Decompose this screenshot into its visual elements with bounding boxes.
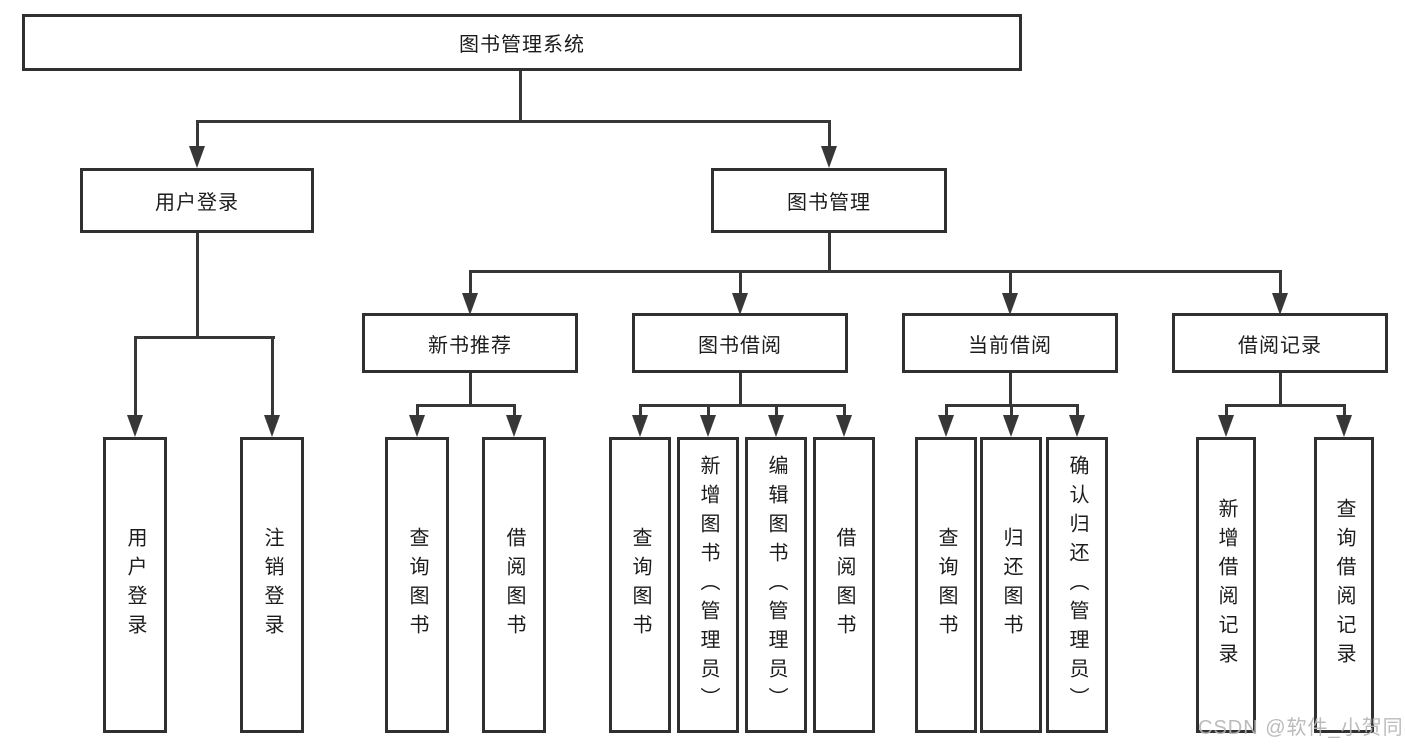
leaf-borrow-books-recommend: 借阅图书	[482, 437, 546, 733]
connector-arrowhead	[462, 293, 478, 315]
watermark: CSDN @软件_小贺同学	[1198, 717, 1405, 739]
node-book-management: 图书管理	[711, 168, 947, 233]
node-book-borrowing: 图书借阅	[632, 313, 848, 373]
connector-line	[827, 120, 831, 150]
leaf-add-book-admin: 新增图书（管理员）	[677, 437, 739, 733]
connector-arrowhead	[632, 415, 648, 437]
connector-line	[1075, 404, 1079, 419]
leaf-label: 用户登录	[124, 527, 146, 643]
connector-arrowhead	[1002, 293, 1018, 315]
connector-arrowhead	[768, 415, 784, 437]
leaf-label: 查询图书	[406, 527, 428, 643]
connector-arrowhead	[1272, 293, 1288, 315]
connector-arrowhead	[1069, 415, 1085, 437]
connector-line	[827, 233, 831, 273]
connector-arrowhead	[732, 293, 748, 315]
connector-line	[638, 404, 846, 407]
connector-line	[415, 404, 419, 419]
leaf-label: 归还图书	[1000, 527, 1022, 643]
leaf-query-books-recommend: 查询图书	[385, 437, 449, 733]
connector-line	[468, 270, 1282, 273]
connector-line	[1278, 373, 1282, 407]
leaf-edit-book-admin: 编辑图书（管理员）	[745, 437, 807, 733]
connector-line	[133, 336, 137, 418]
node-root: 图书管理系统	[22, 14, 1022, 71]
connector-arrowhead	[409, 415, 425, 437]
leaf-query-books-borrowing: 查询图书	[609, 437, 671, 733]
connector-arrowhead	[821, 146, 837, 168]
connector-line	[706, 404, 710, 419]
connector-line	[195, 120, 199, 150]
leaf-add-borrow-record: 新增借阅记录	[1196, 437, 1256, 733]
connector-line	[944, 404, 948, 419]
connector-line	[468, 373, 472, 407]
connector-line	[415, 404, 516, 407]
leaf-return-books: 归还图书	[980, 437, 1042, 733]
connector-arrowhead	[264, 415, 280, 437]
leaf-label: 确认归还（管理员）	[1066, 454, 1088, 716]
leaf-borrow-books-borrowing: 借阅图书	[813, 437, 875, 733]
connector-arrowhead	[127, 415, 143, 437]
connector-arrowhead	[1003, 415, 1019, 437]
connector-line	[1224, 404, 1346, 407]
leaf-label: 借阅图书	[833, 527, 855, 643]
leaf-query-borrow-record: 查询借阅记录	[1314, 437, 1374, 733]
connector-line	[1008, 373, 1012, 407]
connector-arrowhead	[1336, 415, 1352, 437]
connector-line	[518, 71, 522, 123]
connector-arrowhead	[836, 415, 852, 437]
connector-line	[468, 270, 472, 296]
leaf-label: 查询借阅记录	[1333, 498, 1355, 672]
leaf-logout: 注销登录	[240, 437, 304, 733]
connector-line	[842, 404, 846, 419]
connector-line	[738, 373, 742, 407]
node-new-book-recommend: 新书推荐	[362, 313, 578, 373]
connector-line	[195, 233, 199, 339]
leaf-confirm-return-admin: 确认归还（管理员）	[1046, 437, 1108, 733]
leaf-label: 编辑图书（管理员）	[765, 454, 787, 716]
leaf-label: 新增借阅记录	[1215, 498, 1237, 672]
leaf-label: 查询图书	[629, 527, 651, 643]
connector-line	[1342, 404, 1346, 419]
connector-arrowhead	[1218, 415, 1234, 437]
connector-line	[774, 404, 778, 419]
node-current-borrowing: 当前借阅	[902, 313, 1118, 373]
connector-line	[738, 270, 742, 296]
connector-line	[1224, 404, 1228, 419]
leaf-label: 查询图书	[935, 527, 957, 643]
connector-arrowhead	[700, 415, 716, 437]
connector-line	[512, 404, 516, 419]
leaf-label: 新增图书（管理员）	[697, 454, 719, 716]
connector-line	[1008, 270, 1012, 296]
node-user-login: 用户登录	[80, 168, 314, 233]
connector-line	[270, 336, 274, 418]
leaf-label: 注销登录	[261, 527, 283, 643]
connector-line	[1009, 404, 1013, 419]
node-borrowing-records: 借阅记录	[1172, 313, 1388, 373]
connector-line	[195, 120, 831, 123]
connector-line	[133, 336, 275, 339]
connector-line	[1278, 270, 1282, 296]
leaf-query-books-current: 查询图书	[915, 437, 977, 733]
connector-arrowhead	[189, 146, 205, 168]
connector-line	[638, 404, 642, 419]
leaf-label: 借阅图书	[503, 527, 525, 643]
connector-arrowhead	[938, 415, 954, 437]
connector-arrowhead	[506, 415, 522, 437]
leaf-user-login: 用户登录	[103, 437, 167, 733]
